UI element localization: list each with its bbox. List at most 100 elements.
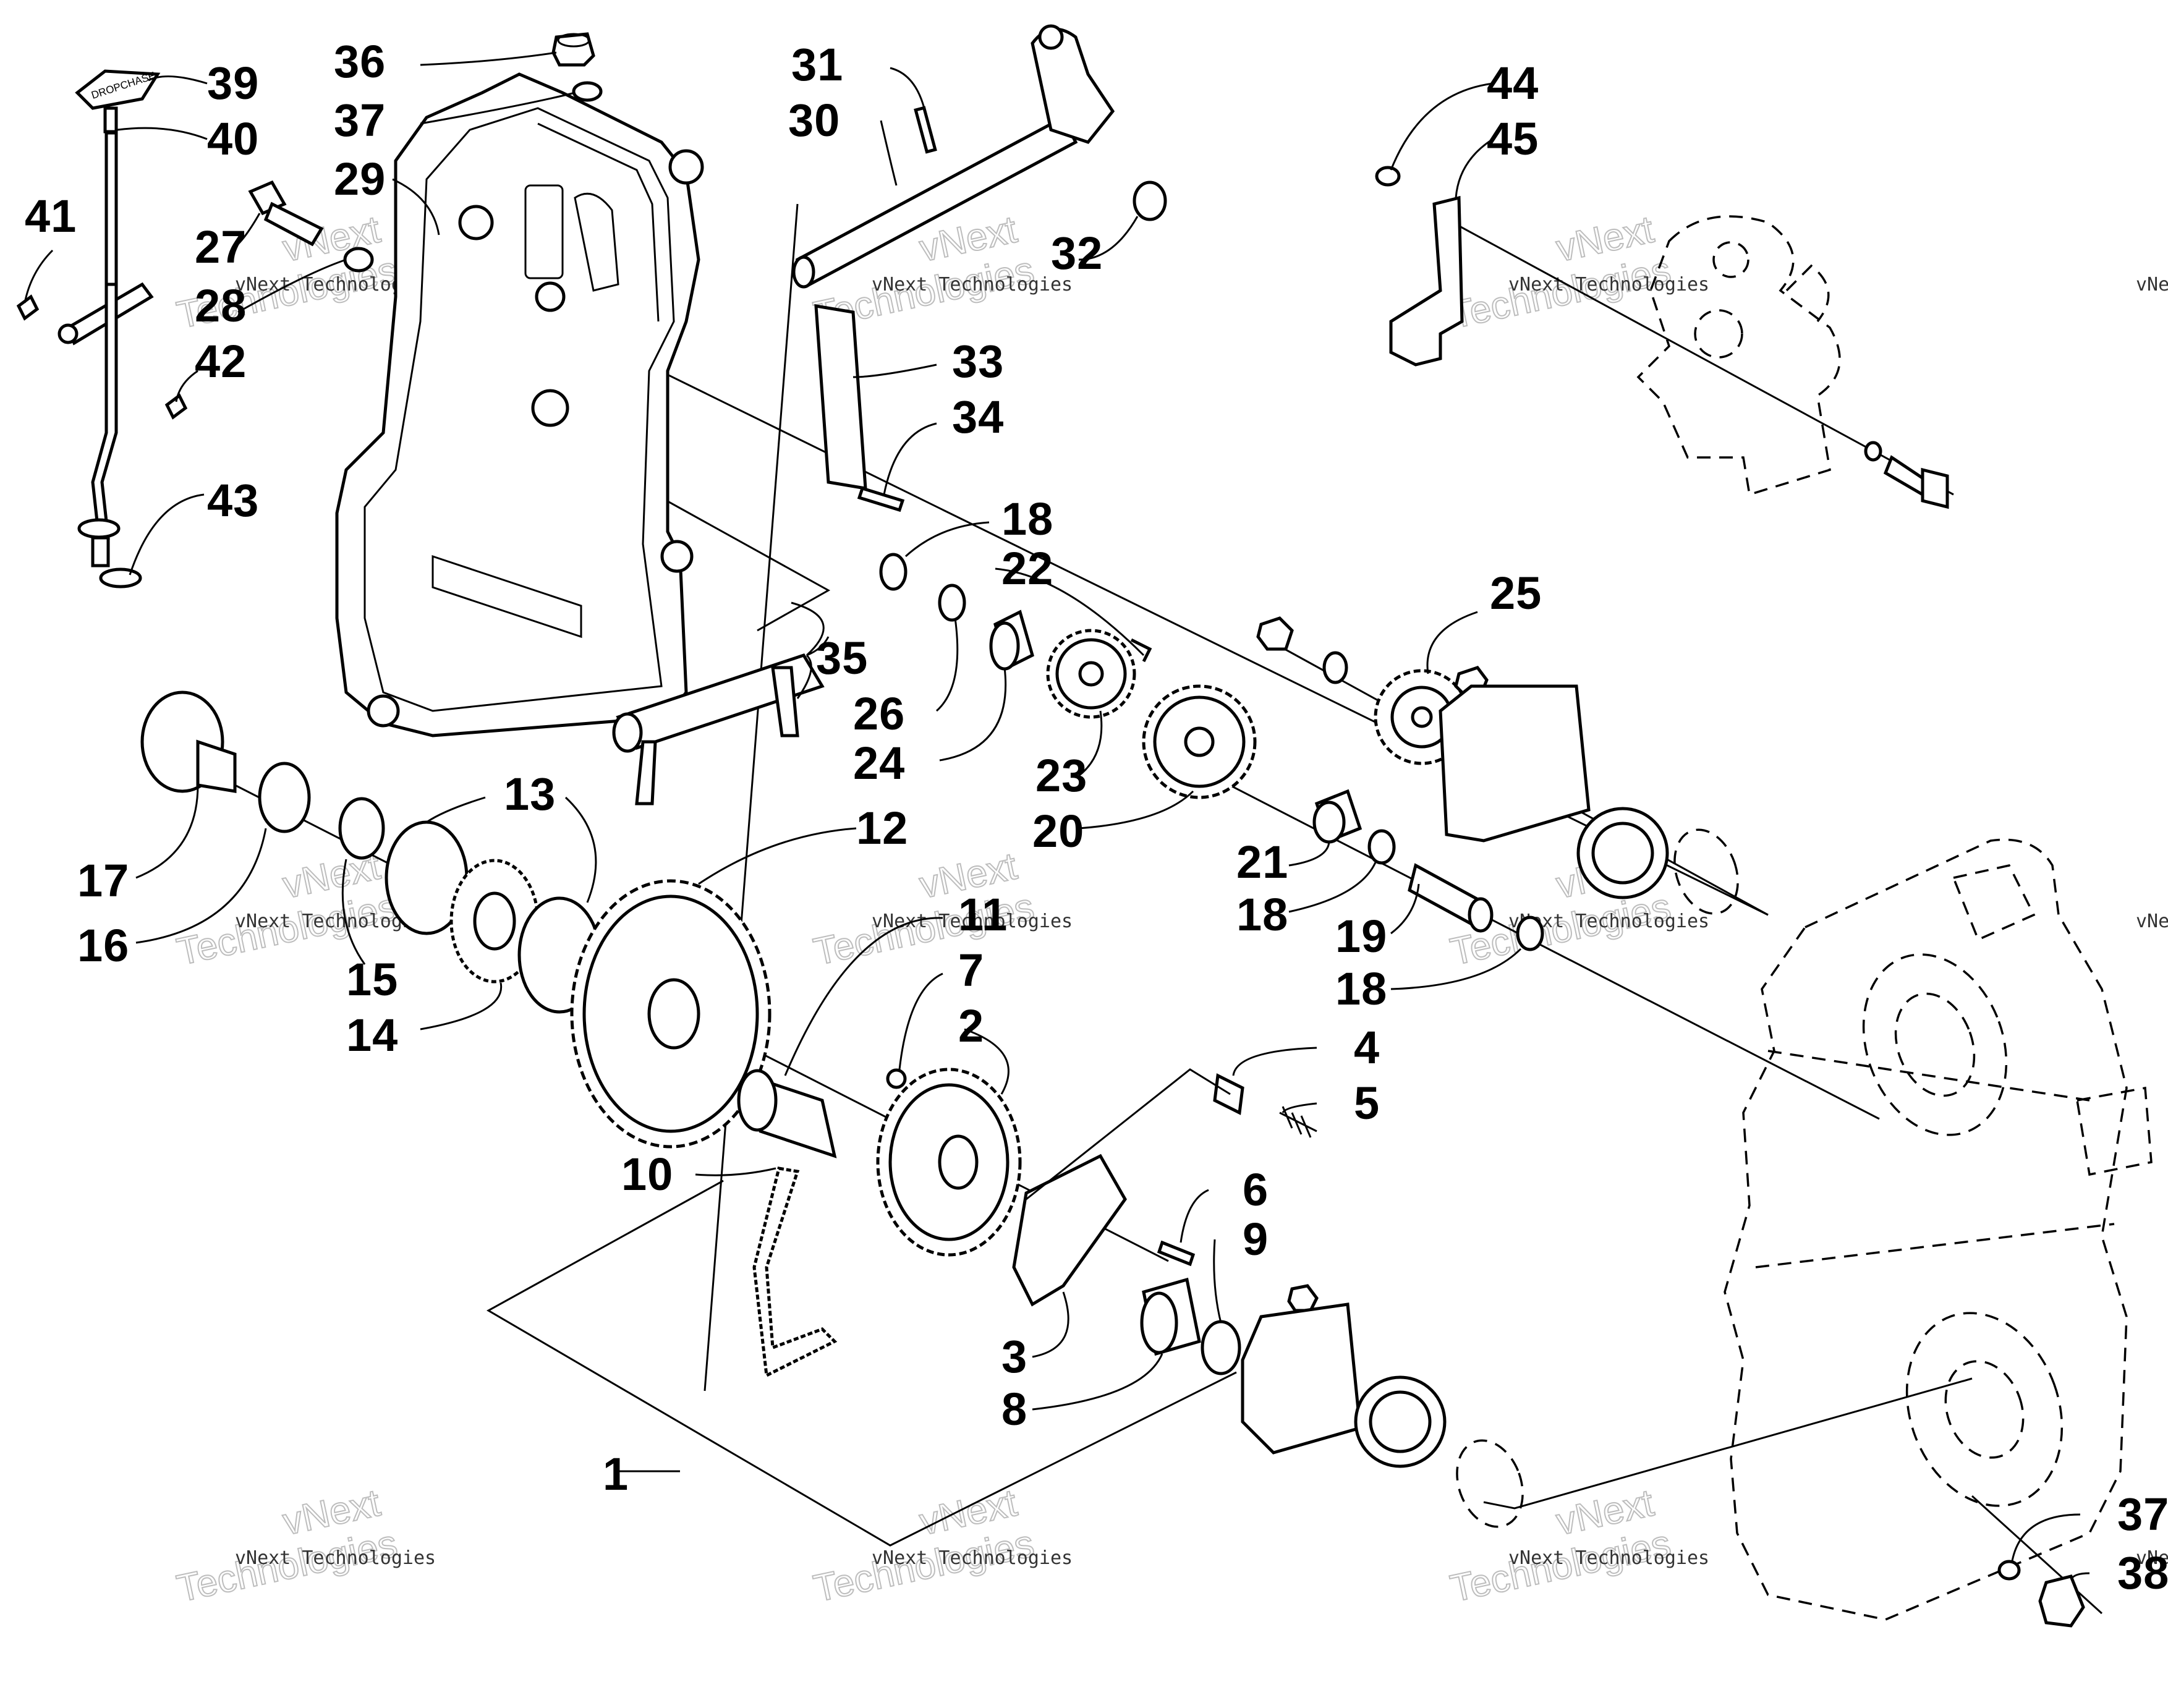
washer-9: [1201, 1320, 1241, 1375]
callout-43: 43: [207, 475, 259, 526]
watermark: vNext Technologies vNext Technologies: [809, 844, 1073, 974]
callout-15: 15: [346, 954, 398, 1005]
washer-26: [938, 584, 966, 622]
callout-39: 39: [207, 57, 259, 109]
watermark-small: vNext Technologies: [2136, 274, 2168, 295]
bolt-27: [248, 180, 324, 247]
callout-45: 45: [1487, 113, 1539, 164]
washer-upper-a: [1322, 651, 1348, 684]
bearing-21: [1312, 789, 1362, 844]
callout-18-a: 18: [1001, 493, 1053, 545]
key-22: [1130, 638, 1152, 663]
watermark-small: vNext Technologies: [872, 274, 1073, 295]
callout-14: 14: [346, 1009, 398, 1061]
callout-5: 5: [1354, 1077, 1380, 1129]
cam-17: [140, 690, 237, 793]
callout-12: 12: [856, 802, 908, 854]
callout-17: 17: [77, 855, 129, 906]
watermark-small: vNext Technologies: [872, 1547, 1073, 1569]
gear-12: [570, 879, 772, 1149]
lower-seal-link: [1483, 1377, 1973, 1510]
callout-9: 9: [1243, 1213, 1269, 1265]
callout-30: 30: [788, 95, 840, 146]
callout-40: 40: [207, 113, 259, 164]
callout-29: 29: [334, 153, 386, 205]
callout-4: 4: [1354, 1022, 1380, 1073]
screw-6: [1157, 1240, 1196, 1267]
callout-32: 32: [1051, 227, 1103, 279]
spring-washer-14: [449, 859, 540, 984]
watermark-edge: vNext Technologies vNext Technologies vN…: [2136, 274, 2168, 1569]
callout-28: 28: [195, 280, 247, 331]
callout-19: 19: [1335, 911, 1387, 962]
assembly-bracket-1: [486, 1179, 1237, 1547]
callout-24: 24: [853, 737, 905, 789]
callout-44: 44: [1487, 57, 1539, 109]
callout-18-c: 18: [1335, 963, 1387, 1014]
bracket-3: [1012, 1154, 1127, 1307]
gear-20: [1142, 684, 1257, 799]
screw-34: [857, 486, 905, 512]
screw-41: [16, 294, 40, 321]
bearing-24: [989, 610, 1034, 671]
washer-18-c: [1516, 916, 1544, 951]
sprocket-23: [1046, 629, 1136, 719]
shift-shaft-30: [792, 24, 1115, 289]
filler-plug-36: [551, 32, 595, 67]
pin-31: [914, 106, 937, 154]
nut-lower: [1287, 1284, 1319, 1312]
callout-36: 36: [334, 36, 386, 87]
o-ring-37-top: [572, 81, 603, 102]
bearing-plate-upper: [1439, 684, 1591, 843]
bracket-45: [1389, 195, 1464, 367]
hub-11: [737, 1069, 837, 1158]
callout-34: 34: [952, 391, 1004, 443]
callout-3: 3: [1001, 1331, 1027, 1382]
screw-42: [164, 393, 188, 420]
callout-37-top: 37: [334, 95, 386, 146]
nut-7: [886, 1068, 907, 1089]
watermark: vNext Technologies vNext Technologies: [172, 1481, 436, 1611]
callout-41: 41: [25, 190, 77, 242]
drain-plug-38: [2038, 1574, 2085, 1628]
callout-42: 42: [195, 336, 247, 387]
axis-shift-shaft: [704, 203, 799, 1391]
pin-35: [612, 653, 825, 805]
bolt-head-upper-right: [1921, 467, 1949, 509]
callout-20: 20: [1032, 805, 1084, 857]
watermark: vNext Technologies vNext Technologies: [1446, 208, 1709, 338]
callout-35: 35: [816, 632, 868, 684]
callout-18-b: 18: [1236, 889, 1288, 940]
watermark: vNext Technologies vNext Technologies: [1446, 1481, 1709, 1611]
callout-25: 25: [1490, 567, 1542, 619]
callout-31: 31: [791, 39, 843, 90]
callout-1: 1: [603, 1448, 629, 1500]
callout-6: 6: [1243, 1164, 1269, 1215]
spring-5: [1279, 1106, 1317, 1138]
callout-16: 16: [77, 920, 129, 971]
spring-16: [258, 762, 311, 833]
callout-7: 7: [958, 945, 984, 996]
chain-case-cover: [335, 72, 704, 737]
bearing-plate-lower: [1241, 1302, 1362, 1455]
callout-23: 23: [1035, 750, 1087, 801]
chain-10: [752, 1166, 838, 1378]
watermark-small: vNext Technologies: [2136, 1547, 2168, 1569]
clip-15: [338, 797, 385, 860]
watermark-small: vNext Technologies: [235, 1547, 436, 1569]
case-housing-lower: [1724, 838, 2153, 1621]
watermark-small: vNext Technologies: [1508, 1547, 1709, 1569]
o-ring-32: [1133, 181, 1167, 221]
washer-18-a: [879, 553, 908, 591]
callout-38: 38: [2117, 1547, 2168, 1599]
nut-upper-a: [1256, 616, 1294, 651]
callout-13: 13: [504, 768, 556, 820]
bearing-lower: [1354, 1375, 1447, 1468]
callout-33: 33: [952, 336, 1004, 387]
lower-link-bracket: [1026, 1068, 1231, 1200]
callout-10: 10: [621, 1149, 673, 1200]
callout-11: 11: [958, 889, 1008, 940]
callout-27: 27: [195, 221, 247, 273]
bearing-8: [1140, 1277, 1201, 1356]
